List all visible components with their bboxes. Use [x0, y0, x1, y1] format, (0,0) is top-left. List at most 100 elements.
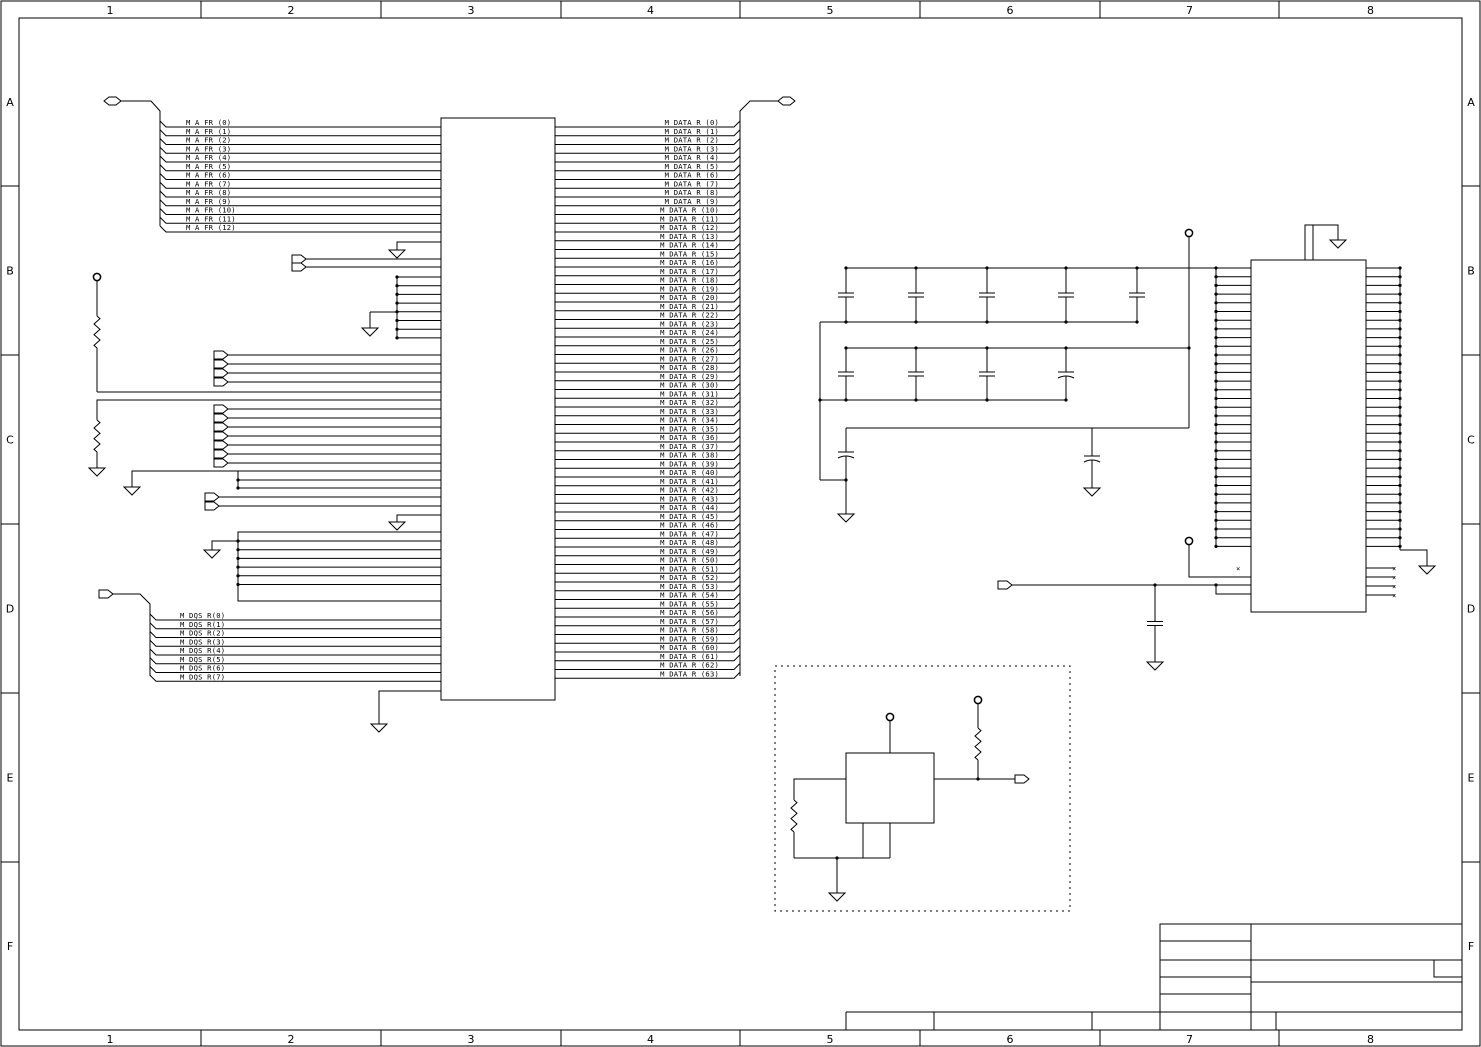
offpage-connector-icon: [204, 492, 220, 502]
data-net: [555, 138, 741, 145]
data-net-label: M_DATA_R_(20): [660, 293, 719, 302]
ic-body: [1250, 259, 1367, 613]
data-net: [555, 671, 741, 679]
data-net: [555, 356, 741, 364]
offpage-connector-icon: [204, 501, 220, 511]
data-net: [555, 295, 741, 303]
data-net: [555, 418, 741, 425]
address-net: [159, 199, 441, 207]
junction-dot: [1214, 379, 1218, 383]
junction-dot: [1214, 396, 1218, 401]
data-net-label: M_DATA_R_(59): [660, 634, 719, 643]
data-net: [555, 286, 741, 294]
data-net-label: M_DATA_R_(25): [660, 337, 719, 346]
title-block-cell: [1433, 959, 1463, 978]
junction-dot: [1214, 466, 1218, 470]
offpage-connector-icon: [98, 589, 114, 599]
address-net: [159, 129, 441, 137]
oscillator-boundary: [774, 665, 1071, 912]
data-net-label: M_DATA_R_(4): [665, 153, 719, 162]
wire: [1215, 585, 1251, 595]
address-net-label: M_A_FR_(3): [186, 144, 231, 153]
column-label: 6: [1007, 4, 1014, 17]
data-net-label: M_DATA_R_(27): [660, 354, 719, 363]
decoupling-capacitor-network: [818, 228, 1216, 523]
data-net: [555, 584, 741, 592]
junction-dot: [1214, 518, 1218, 522]
wire: [1188, 545, 1251, 578]
row-label: D: [6, 603, 14, 616]
data-net: [555, 173, 741, 180]
data-net-label: M_DATA_R_(41): [660, 477, 719, 486]
dqs-net-label: M_DQS_R(3): [180, 637, 225, 646]
junction-dot: [1214, 275, 1218, 279]
connector-control-nets: [87, 241, 441, 733]
data-net-label: M_DATA_R_(3): [665, 144, 719, 153]
wire: [237, 531, 441, 602]
column-label: 4: [647, 1033, 654, 1046]
data-net-label: M_DATA_R_(42): [660, 486, 719, 495]
data-net: [555, 549, 741, 557]
data-net-label: M_DATA_R_(37): [660, 442, 719, 451]
address-net: [159, 216, 441, 224]
power-pin-icon: [1184, 536, 1194, 546]
column-label: 7: [1186, 1033, 1193, 1046]
wire: [1400, 549, 1428, 566]
data-net-label: M_DATA_R_(12): [660, 223, 719, 232]
junction-dot: [395, 327, 399, 331]
address-net: [159, 164, 441, 172]
data-net: [555, 628, 741, 635]
data-net-label: M_DATA_R_(17): [660, 267, 719, 276]
data-net-label: M_DATA_R_(38): [660, 451, 719, 460]
dqs-net: [149, 631, 441, 638]
address-net-label: M_A_FR_(7): [186, 179, 231, 188]
junction-dot: [1214, 283, 1218, 287]
ground-icon: [1417, 565, 1437, 575]
offpage-connector-icon: [213, 359, 229, 369]
capacitor-icon: [1057, 375, 1075, 379]
junction-dot: [236, 574, 240, 578]
junction-dot: [236, 539, 240, 543]
data-net: [555, 435, 741, 443]
data-net: [555, 278, 741, 285]
no-connect-icon: ×: [1392, 582, 1397, 591]
data-net-label: M_DATA_R_(47): [660, 529, 719, 538]
resistor-icon: [93, 315, 101, 349]
data-net: [555, 260, 741, 268]
no-connect-icon: ×: [1236, 564, 1241, 573]
data-net: [555, 269, 741, 277]
data-net-label: M_DATA_R_(55): [660, 599, 719, 608]
data-net: [555, 619, 741, 627]
ground-icon: [1145, 661, 1165, 671]
dqs-net-label: M_DQS_R(6): [180, 664, 225, 673]
junction-dot: [1214, 353, 1218, 357]
data-net-label: M_DATA_R_(14): [660, 241, 719, 250]
data-net: [555, 453, 741, 460]
resistor-icon: [974, 727, 982, 761]
junction-dot: [1214, 414, 1218, 418]
data-net: [555, 190, 741, 198]
data-net-label: M_DATA_R_(31): [660, 389, 719, 398]
wire: [793, 778, 846, 800]
data-net: [555, 129, 741, 137]
data-net: [555, 645, 741, 653]
wire: [396, 241, 441, 250]
dqs-bus: M_DQS_R(0)M_DQS_R(1)M_DQS_R(2)M_DQS_R(3)…: [98, 589, 441, 682]
data-net: [555, 365, 741, 373]
offpage-connector-icon: [213, 431, 229, 441]
data-net-label: M_DATA_R_(5): [665, 162, 719, 171]
data-net: [555, 654, 741, 662]
data-net-label: M_DATA_R_(26): [660, 346, 719, 355]
offpage-connector-icon: [213, 440, 229, 450]
junction-dot: [236, 548, 240, 552]
data-net: [555, 339, 741, 347]
data-net-label: M_DATA_R_(2): [665, 136, 719, 145]
junction-dot: [1214, 318, 1218, 322]
junction-dot: [395, 301, 399, 305]
address-net: [159, 190, 441, 198]
column-label: 3: [468, 1033, 475, 1046]
column-label: 8: [1367, 1033, 1374, 1046]
data-net-label: M_DATA_R_(60): [660, 643, 719, 652]
dqs-net: [149, 648, 441, 656]
